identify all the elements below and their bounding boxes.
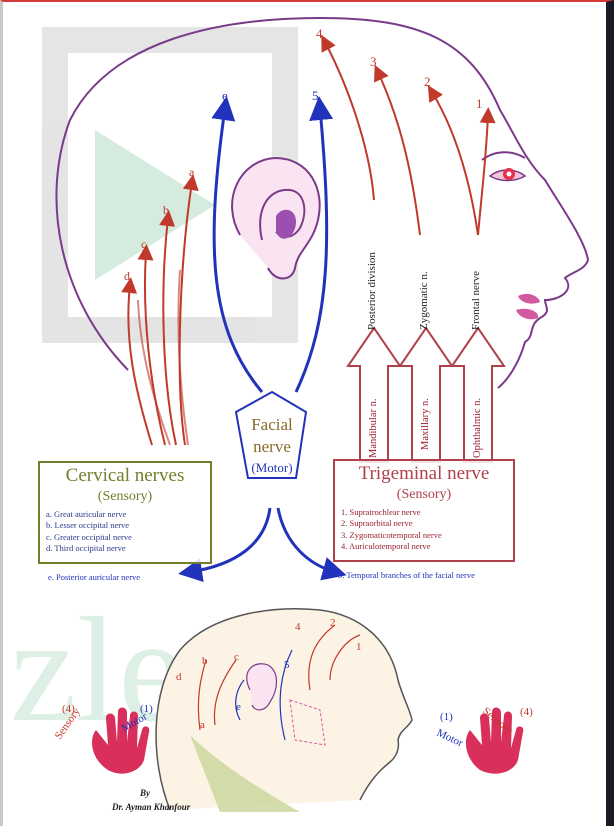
facial-type: (Motor) <box>251 460 292 475</box>
facial-letter-labels: e 5 <box>222 88 319 103</box>
svg-text:b: b <box>202 655 208 667</box>
label-mandibular-n: Mandibular n. <box>368 399 379 459</box>
label-a: a <box>189 165 195 179</box>
label-d: d <box>124 269 130 283</box>
list-item: d. Third occipital nerve <box>46 543 132 554</box>
list-item: c. Greater occipital nerve <box>46 532 132 543</box>
label-posterior-division: Posterior division <box>366 252 378 330</box>
right-sensory-num: (4) <box>520 706 533 718</box>
svg-text:a: a <box>200 719 205 731</box>
trigeminal-list: 1. Supratrochlear nerve 2. Supraorbital … <box>341 507 442 553</box>
trigeminal-nerve-box: Trigeminal nerve (Sensory) 1. Supratroch… <box>333 459 515 562</box>
credit-author: Dr. Ayman Khanfour <box>111 802 191 812</box>
eyebrow <box>482 152 525 160</box>
trigeminal-title: Trigeminal nerve <box>335 463 513 485</box>
trigeminal-arrows <box>325 42 488 235</box>
facial-title-2: nerve <box>253 437 291 456</box>
svg-text:c: c <box>234 651 239 663</box>
label-b: b <box>163 203 169 217</box>
right-motor-num: (1) <box>440 711 453 723</box>
svg-text:d: d <box>176 671 182 683</box>
svg-text:e: e <box>236 701 241 713</box>
lower-head-illustration: d b c 4 2 1 a 5 e <box>156 609 412 812</box>
label-2: 2 <box>424 74 431 89</box>
svg-text:5: 5 <box>284 659 290 671</box>
label-5: 5 <box>312 88 319 103</box>
list-item: 1. Supratrochlear nerve <box>341 507 442 518</box>
label-1: 1 <box>476 96 483 111</box>
label-c: c <box>141 237 146 251</box>
list-item: 2. Supraorbital nerve <box>341 518 442 529</box>
label-3: 3 <box>370 54 377 69</box>
cervical-type: (Sensory) <box>40 489 210 505</box>
cervical-list: a. Great auricular nerve b. Lesser occip… <box>46 509 132 555</box>
label-zygomatic-n: Zygomatic n. <box>418 271 430 330</box>
list-item: 3. Zygomaticotemporal nerve <box>341 530 442 541</box>
label-4: 4 <box>316 26 323 41</box>
cervical-branch-note: e. Posterior auricular nerve <box>48 572 140 582</box>
list-item: a. Great auricular nerve <box>46 509 132 520</box>
cervical-title: Cervical nerves <box>40 465 210 487</box>
label-ophthalmic-n: Ophthalmic n. <box>472 398 483 458</box>
list-item: b. Lesser occipital nerve <box>46 520 132 531</box>
ear-icon <box>232 158 320 279</box>
label-frontal-nerve: Frontal nerve <box>470 271 482 330</box>
lips <box>516 294 540 319</box>
sensory-number-labels: 4 3 2 1 <box>316 26 483 111</box>
credit-by: By <box>139 788 151 798</box>
right-motor-label: Motor <box>435 727 465 750</box>
svg-text:4: 4 <box>295 621 301 633</box>
trigeminal-branch-note: 5. Temporal branches of the facial nerve <box>338 570 475 580</box>
svg-text:1: 1 <box>356 641 362 653</box>
svg-text:2: 2 <box>330 617 336 629</box>
trigeminal-type: (Sensory) <box>335 487 513 503</box>
list-item: 4. Auriculotemporal nerve <box>341 541 442 552</box>
label-maxillary-n: Maxillary n. <box>420 398 431 450</box>
cervical-nerves-box: Cervical nerves (Sensory) a. Great auric… <box>38 461 212 564</box>
facial-title-1: Facial <box>251 415 293 434</box>
label-e: e <box>222 88 228 103</box>
